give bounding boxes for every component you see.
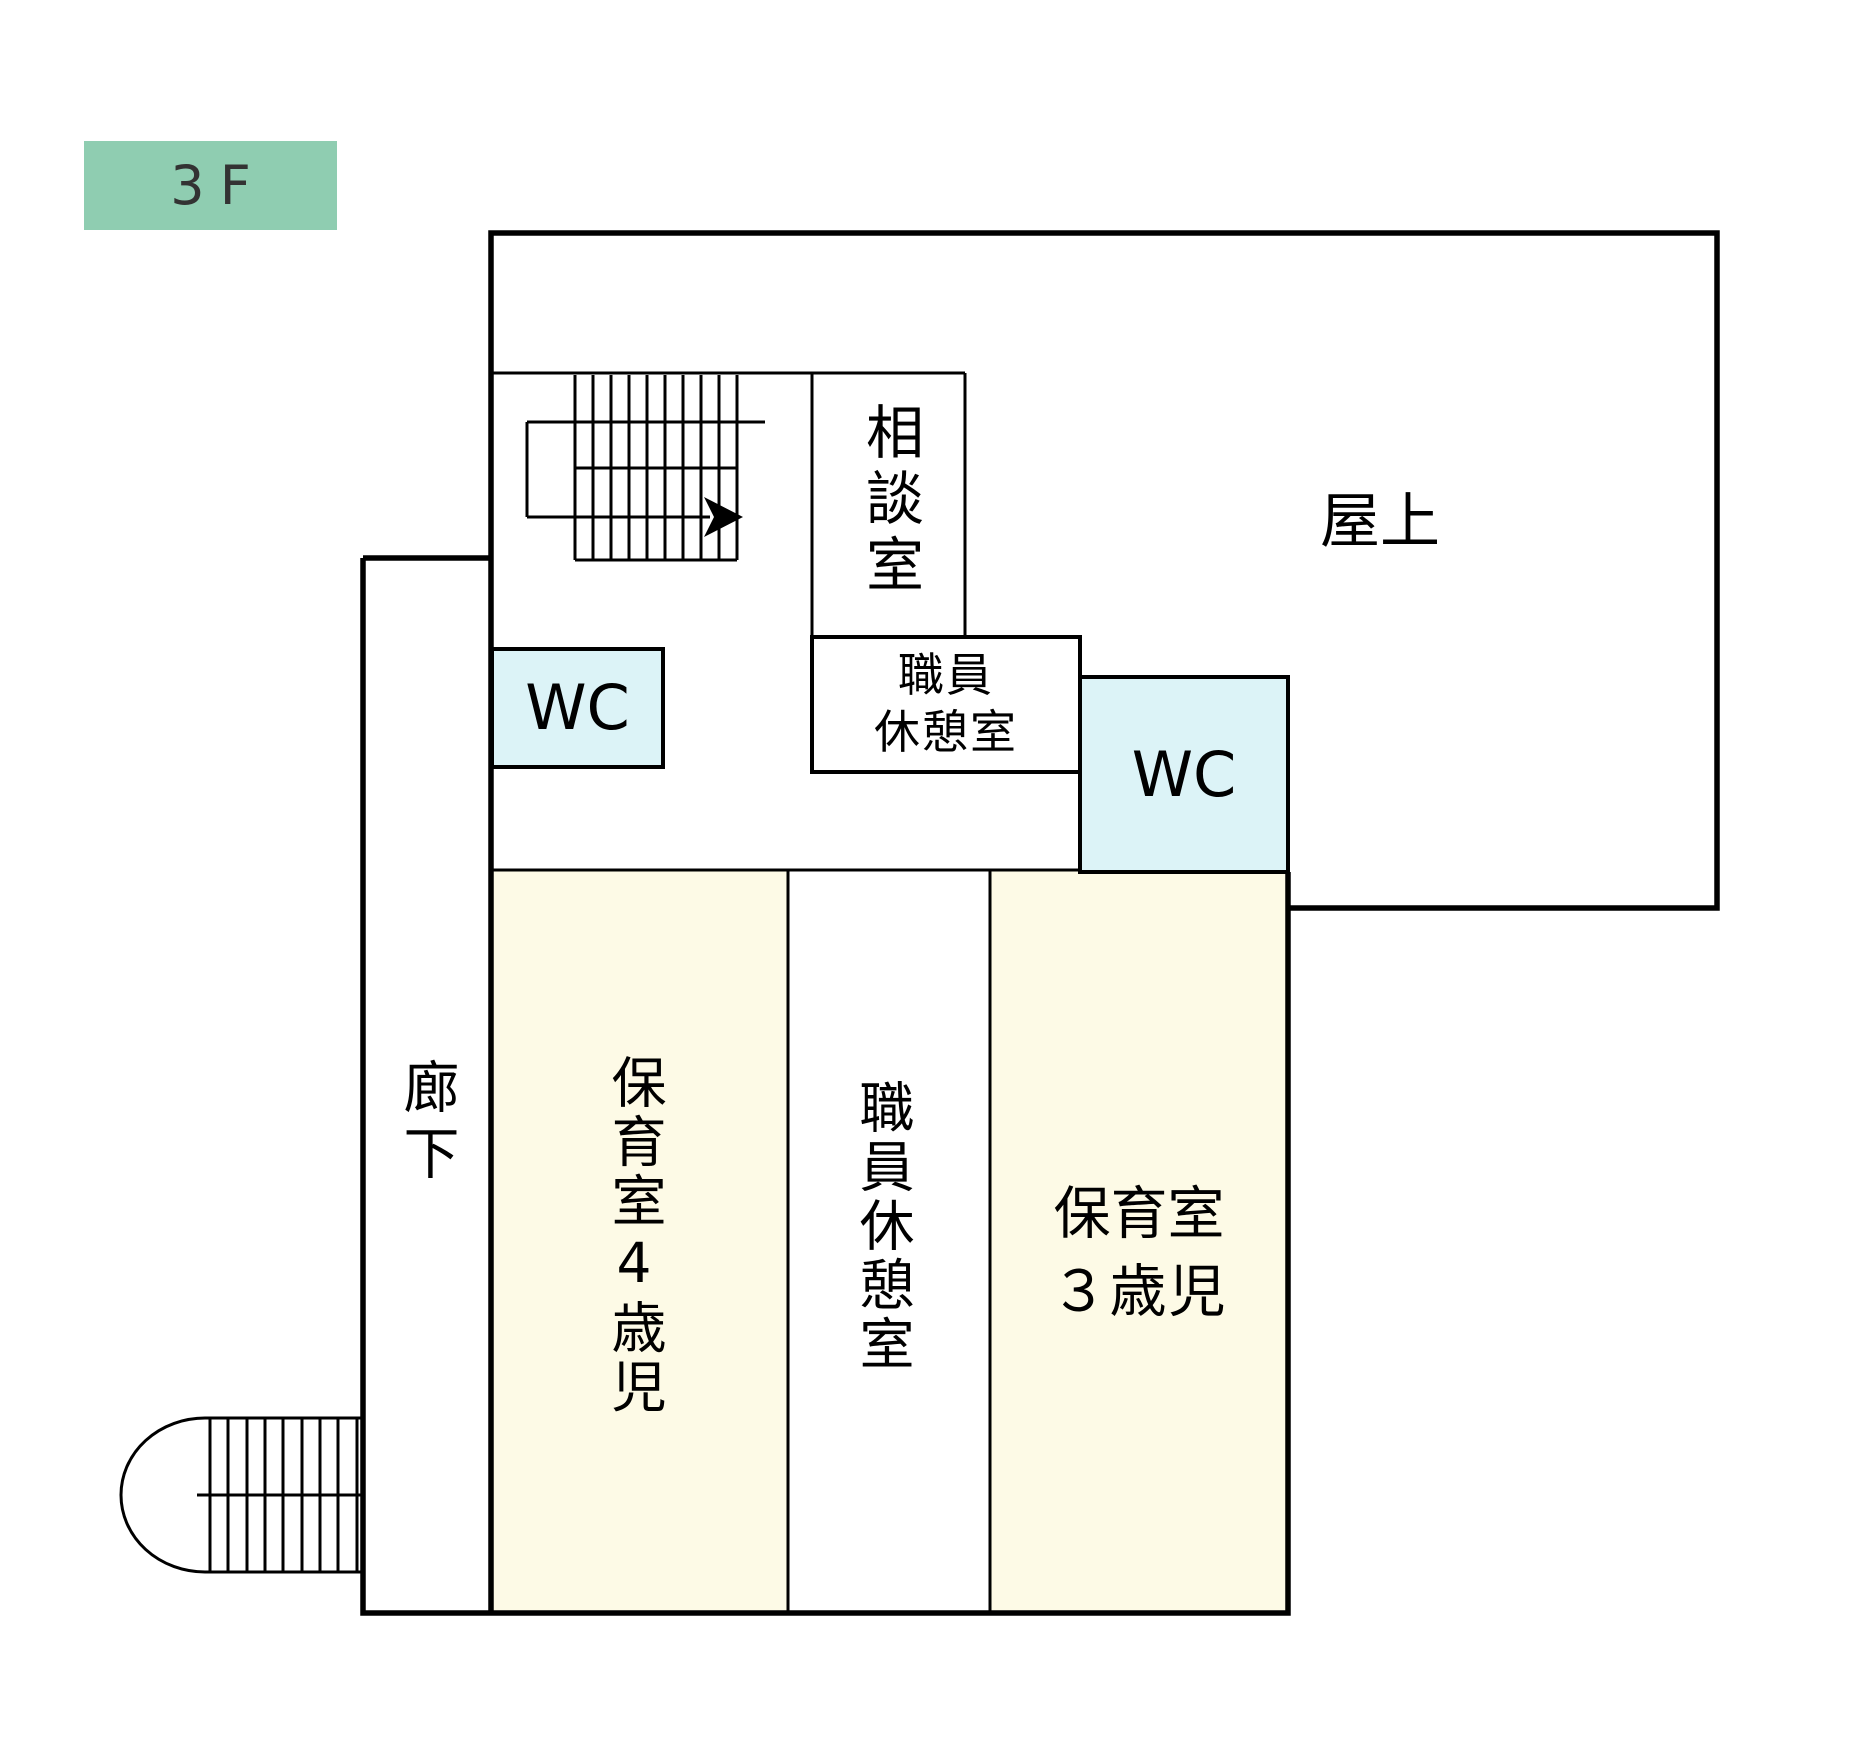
rooftop-label: 屋上 (1320, 487, 1440, 557)
wc-left-label: WC (525, 671, 630, 744)
corridor-label: 廊下 (394, 1058, 459, 1190)
staff-break-lower-label: 職員休憩室 (850, 1079, 914, 1374)
stairs-upper (525, 375, 765, 562)
wc-right-box (1078, 675, 1290, 874)
consultation-room-label: 相談室 (856, 402, 924, 600)
nursery4-label: 保育室4歳児 (602, 1054, 666, 1417)
wc-left-box (490, 647, 665, 769)
staff-break-upper-box (810, 635, 1082, 774)
stairs-up-arrow-icon (704, 497, 743, 537)
nursery3-room-area (990, 870, 1288, 1613)
staff-break-upper-label-line2: 休憩室 (874, 705, 1018, 759)
stairs-lower (119, 1416, 363, 1574)
wc-right-label: WC (1131, 737, 1237, 811)
nursery4-room-area (491, 870, 788, 1613)
floor-badge: 3F (84, 141, 337, 230)
interior-walls (491, 371, 1288, 1613)
nursery3-label-line2: ３歳児 (1050, 1258, 1228, 1325)
outer-walls (360, 230, 1720, 1616)
staff-break-upper-label-line1: 職員 (898, 648, 994, 702)
stairs-lower-treads (119, 1416, 363, 1574)
stairs-upper-treads (525, 375, 765, 562)
nursery3-label-line1: 保育室 (1053, 1180, 1225, 1247)
